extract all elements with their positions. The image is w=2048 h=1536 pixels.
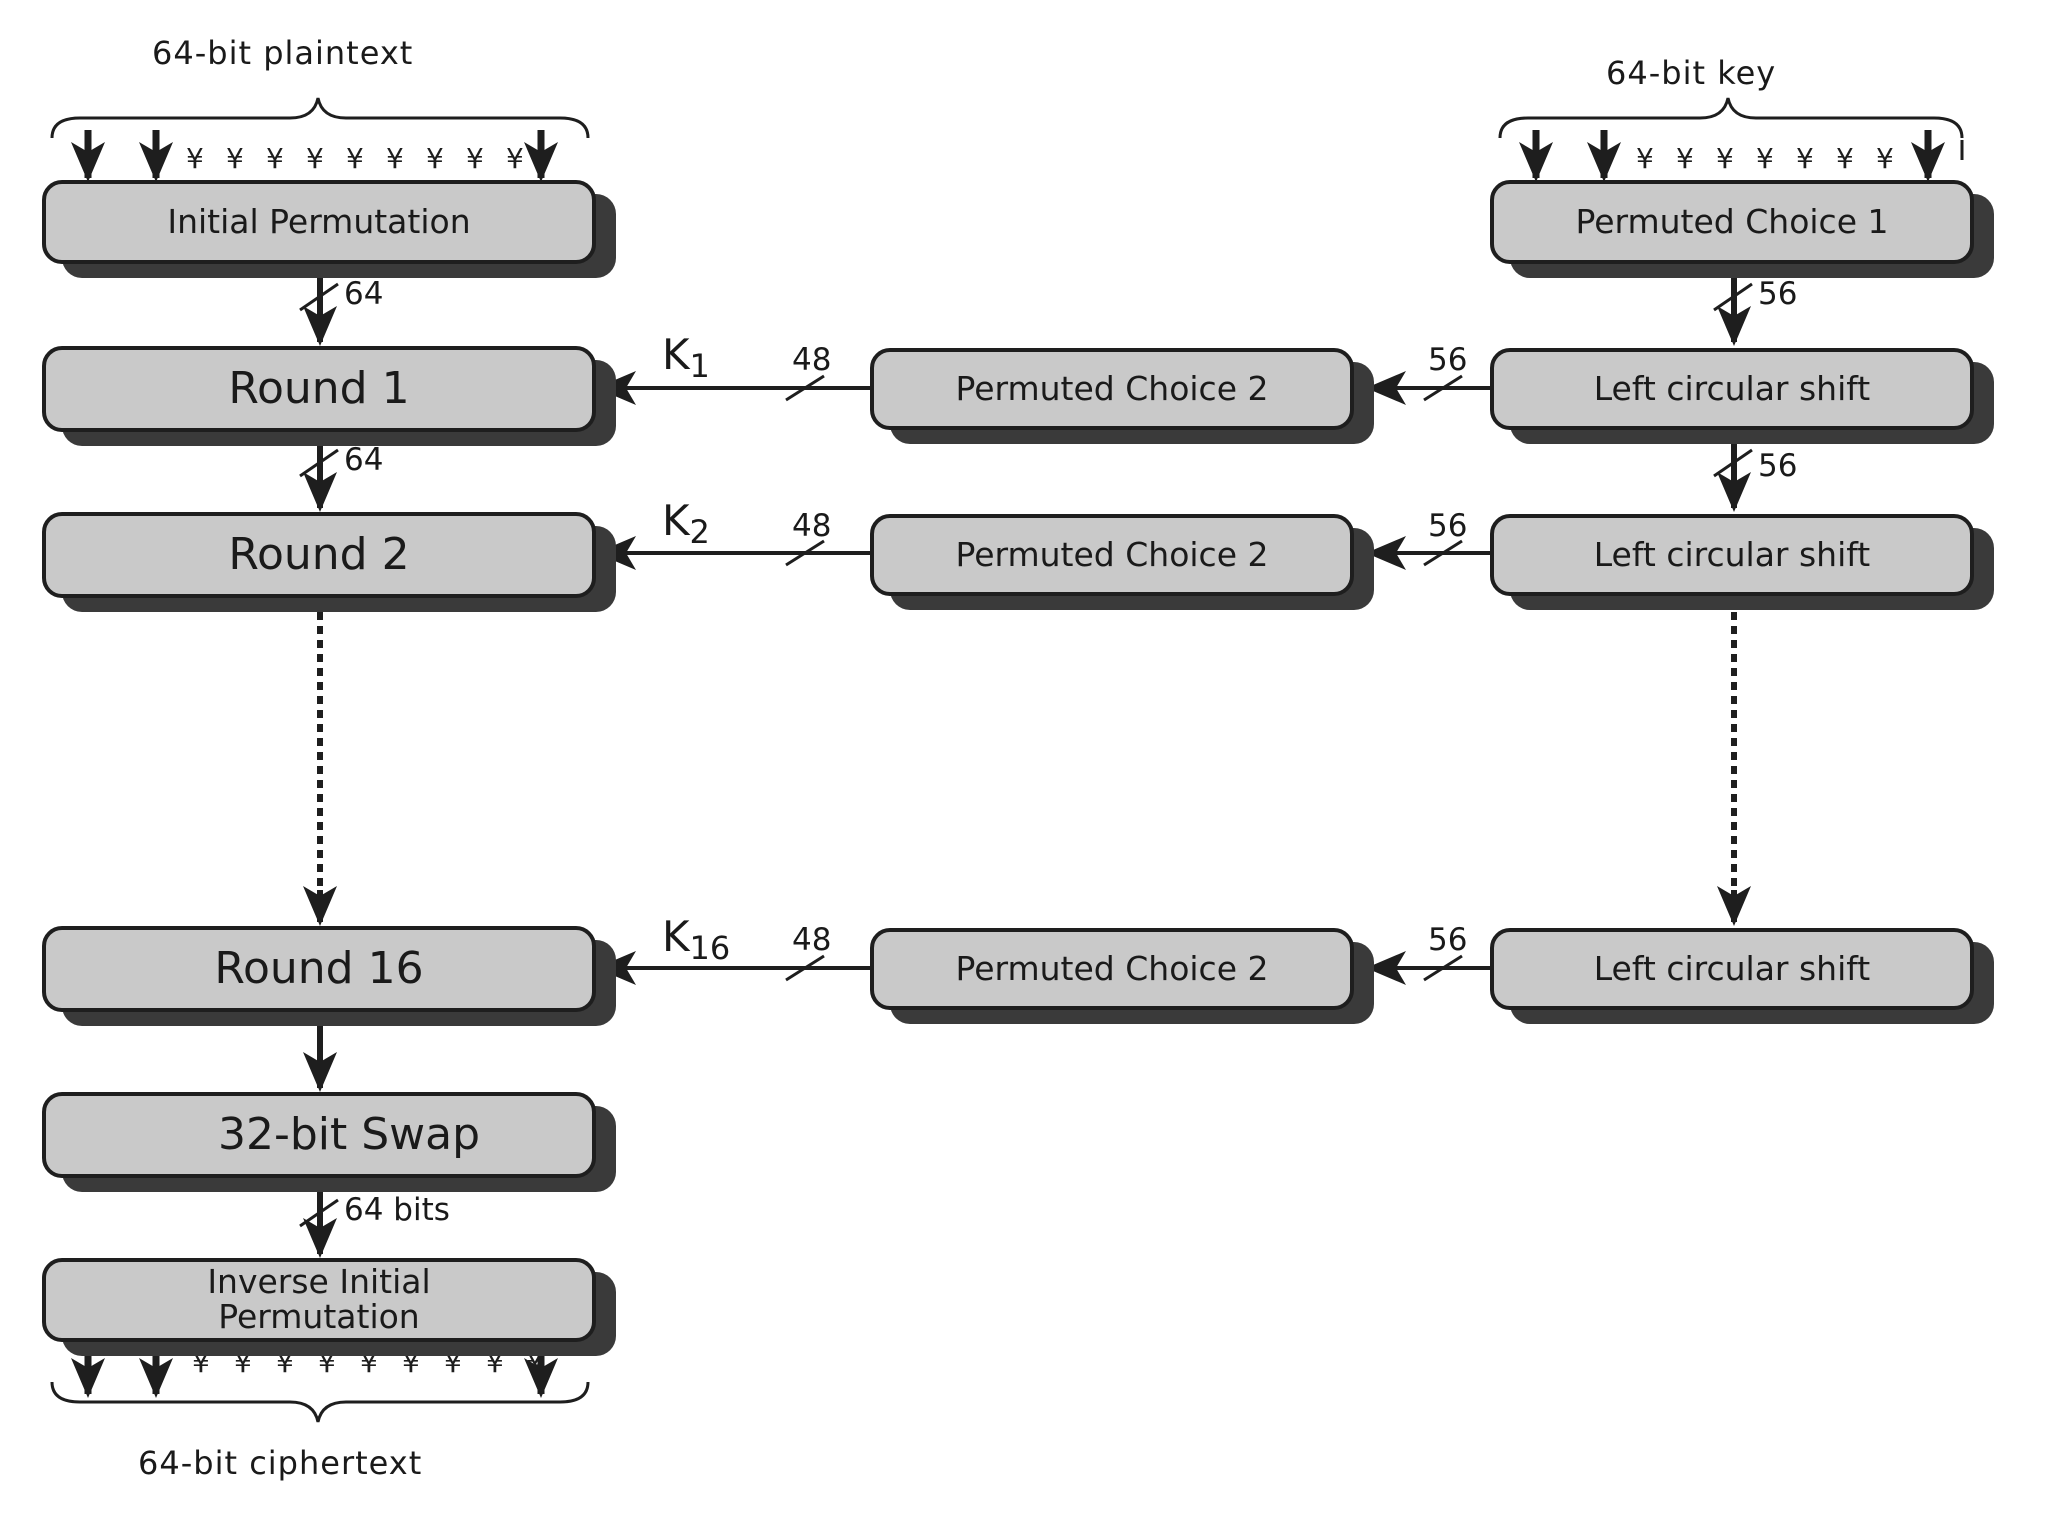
round-1-box: Round 1 bbox=[42, 346, 596, 432]
subkey-base: K bbox=[662, 496, 690, 545]
pc2-box-1: Permuted Choice 2 bbox=[870, 348, 1354, 430]
pc1-label: Permuted Choice 1 bbox=[1575, 201, 1889, 241]
lcs-to-pc2-width-label: 56 bbox=[1428, 922, 1468, 958]
bit-glyph: ¥ bbox=[276, 1346, 294, 1379]
key-brace bbox=[1498, 97, 1964, 139]
ciphertext-bit-glyphs: ¥ ¥ ¥ ¥ ¥ ¥ ¥ ¥ ¥ bbox=[192, 1346, 544, 1379]
subkey-index: 16 bbox=[689, 929, 731, 967]
bit-glyph: ¥ bbox=[1756, 142, 1774, 175]
bit-glyph: ¥ bbox=[526, 1346, 544, 1379]
lcs-label: Left circular shift bbox=[1593, 534, 1871, 574]
lcs-box-16: Left circular shift bbox=[1490, 928, 1974, 1010]
bit-glyph: ¥ bbox=[386, 142, 404, 175]
subkey-base: K bbox=[662, 330, 690, 379]
lcs-label: Left circular shift bbox=[1593, 948, 1871, 988]
inverse-ip-label-line2: Permutation bbox=[218, 1297, 420, 1336]
bus-slash bbox=[1423, 539, 1463, 567]
bit-glyph: ¥ bbox=[1676, 142, 1694, 175]
lcs-label: Left circular shift bbox=[1593, 368, 1871, 408]
pc2-box-16: Permuted Choice 2 bbox=[870, 928, 1354, 1010]
pc1-box: Permuted Choice 1 bbox=[1490, 180, 1974, 264]
bit-glyph: ¥ bbox=[226, 142, 244, 175]
bit-glyph: ¥ bbox=[506, 142, 524, 175]
round-16-box: Round 16 bbox=[42, 926, 596, 1012]
plaintext-title: 64-bit plaintext bbox=[152, 34, 414, 72]
key-bit-glyphs: ¥ ¥ ¥ ¥ ¥ ¥ ¥ bbox=[1636, 142, 1894, 175]
lcs-box-1: Left circular shift bbox=[1490, 348, 1974, 430]
pc2-to-round-width-label: 48 bbox=[792, 922, 832, 958]
round-16-label: Round 16 bbox=[214, 942, 424, 994]
bit-glyph: ¥ bbox=[1636, 142, 1654, 175]
pc2-to-round-width-label: 48 bbox=[792, 342, 832, 378]
bit-glyph: ¥ bbox=[1876, 142, 1894, 175]
ip-to-round1-width-label: 64 bbox=[344, 276, 384, 312]
plaintext-bit-glyphs: ¥ ¥ ¥ ¥ ¥ ¥ ¥ ¥ ¥ bbox=[186, 142, 524, 175]
bit-glyph: ¥ bbox=[444, 1346, 462, 1379]
bit-glyph: ¥ bbox=[1836, 142, 1854, 175]
bit-glyph: ¥ bbox=[466, 142, 484, 175]
pc2-box-2: Permuted Choice 2 bbox=[870, 514, 1354, 596]
bit-glyph: ¥ bbox=[1716, 142, 1734, 175]
swap-box: 32-bit Swap bbox=[42, 1092, 596, 1178]
bit-glyph: ¥ bbox=[318, 1346, 336, 1379]
subkey-index: 1 bbox=[689, 347, 710, 385]
bus-slash bbox=[785, 539, 825, 567]
bus-slash bbox=[785, 954, 825, 982]
bus-slash bbox=[1713, 448, 1753, 478]
lcs-box-2: Left circular shift bbox=[1490, 514, 1974, 596]
pc2-to-round-width-label: 48 bbox=[792, 508, 832, 544]
bit-glyph: ¥ bbox=[234, 1346, 252, 1379]
bus-slash bbox=[785, 374, 825, 402]
key-title: 64-bit key bbox=[1606, 54, 1777, 92]
bus-slash bbox=[299, 282, 339, 312]
inverse-initial-permutation-box: Inverse Initial Permutation bbox=[42, 1258, 596, 1342]
subkey-k16-label: K16 bbox=[662, 912, 730, 967]
lcs1-to-lcs2-width-label: 56 bbox=[1758, 448, 1798, 484]
subkey-k2-label: K2 bbox=[662, 496, 710, 551]
ciphertext-brace bbox=[50, 1381, 590, 1423]
bit-glyph: ¥ bbox=[1796, 142, 1814, 175]
bus-slash bbox=[1423, 374, 1463, 402]
inverse-ip-label-line1: Inverse Initial bbox=[207, 1262, 431, 1302]
round-2-box: Round 2 bbox=[42, 512, 596, 598]
pc2-label: Permuted Choice 2 bbox=[955, 534, 1269, 574]
subkey-base: K bbox=[662, 912, 690, 961]
bus-slash bbox=[299, 1198, 339, 1228]
bit-glyph: ¥ bbox=[426, 142, 444, 175]
bus-slash bbox=[299, 448, 339, 478]
round-2-label: Round 2 bbox=[228, 528, 410, 580]
pc2-label: Permuted Choice 2 bbox=[955, 948, 1269, 988]
initial-permutation-box: Initial Permutation bbox=[42, 180, 596, 264]
bit-glyph: ¥ bbox=[266, 142, 284, 175]
swap-to-iip-width-label: 64 bits bbox=[344, 1192, 450, 1228]
lcs-to-pc2-width-label: 56 bbox=[1428, 508, 1468, 544]
bus-slash bbox=[1713, 282, 1753, 312]
swap-label: 32-bit Swap bbox=[217, 1108, 481, 1160]
initial-permutation-label: Initial Permutation bbox=[167, 201, 471, 241]
bit-glyph: ¥ bbox=[486, 1346, 504, 1379]
subkey-index: 2 bbox=[689, 513, 710, 551]
bit-glyph: ¥ bbox=[346, 142, 364, 175]
bit-glyph: ¥ bbox=[402, 1346, 420, 1379]
bit-glyph: ¥ bbox=[306, 142, 324, 175]
lcs-to-pc2-width-label: 56 bbox=[1428, 342, 1468, 378]
bit-glyph: ¥ bbox=[192, 1346, 210, 1379]
plaintext-brace bbox=[50, 97, 590, 139]
pc2-label: Permuted Choice 2 bbox=[955, 368, 1269, 408]
bus-slash bbox=[1423, 954, 1463, 982]
bit-glyph: ¥ bbox=[186, 142, 204, 175]
ciphertext-title: 64-bit ciphertext bbox=[138, 1444, 423, 1482]
round-1-label: Round 1 bbox=[228, 362, 410, 414]
pc1-to-lcs1-width-label: 56 bbox=[1758, 276, 1798, 312]
round1-to-round2-width-label: 64 bbox=[344, 442, 384, 478]
subkey-k1-label: K1 bbox=[662, 330, 710, 385]
bit-glyph: ¥ bbox=[360, 1346, 378, 1379]
